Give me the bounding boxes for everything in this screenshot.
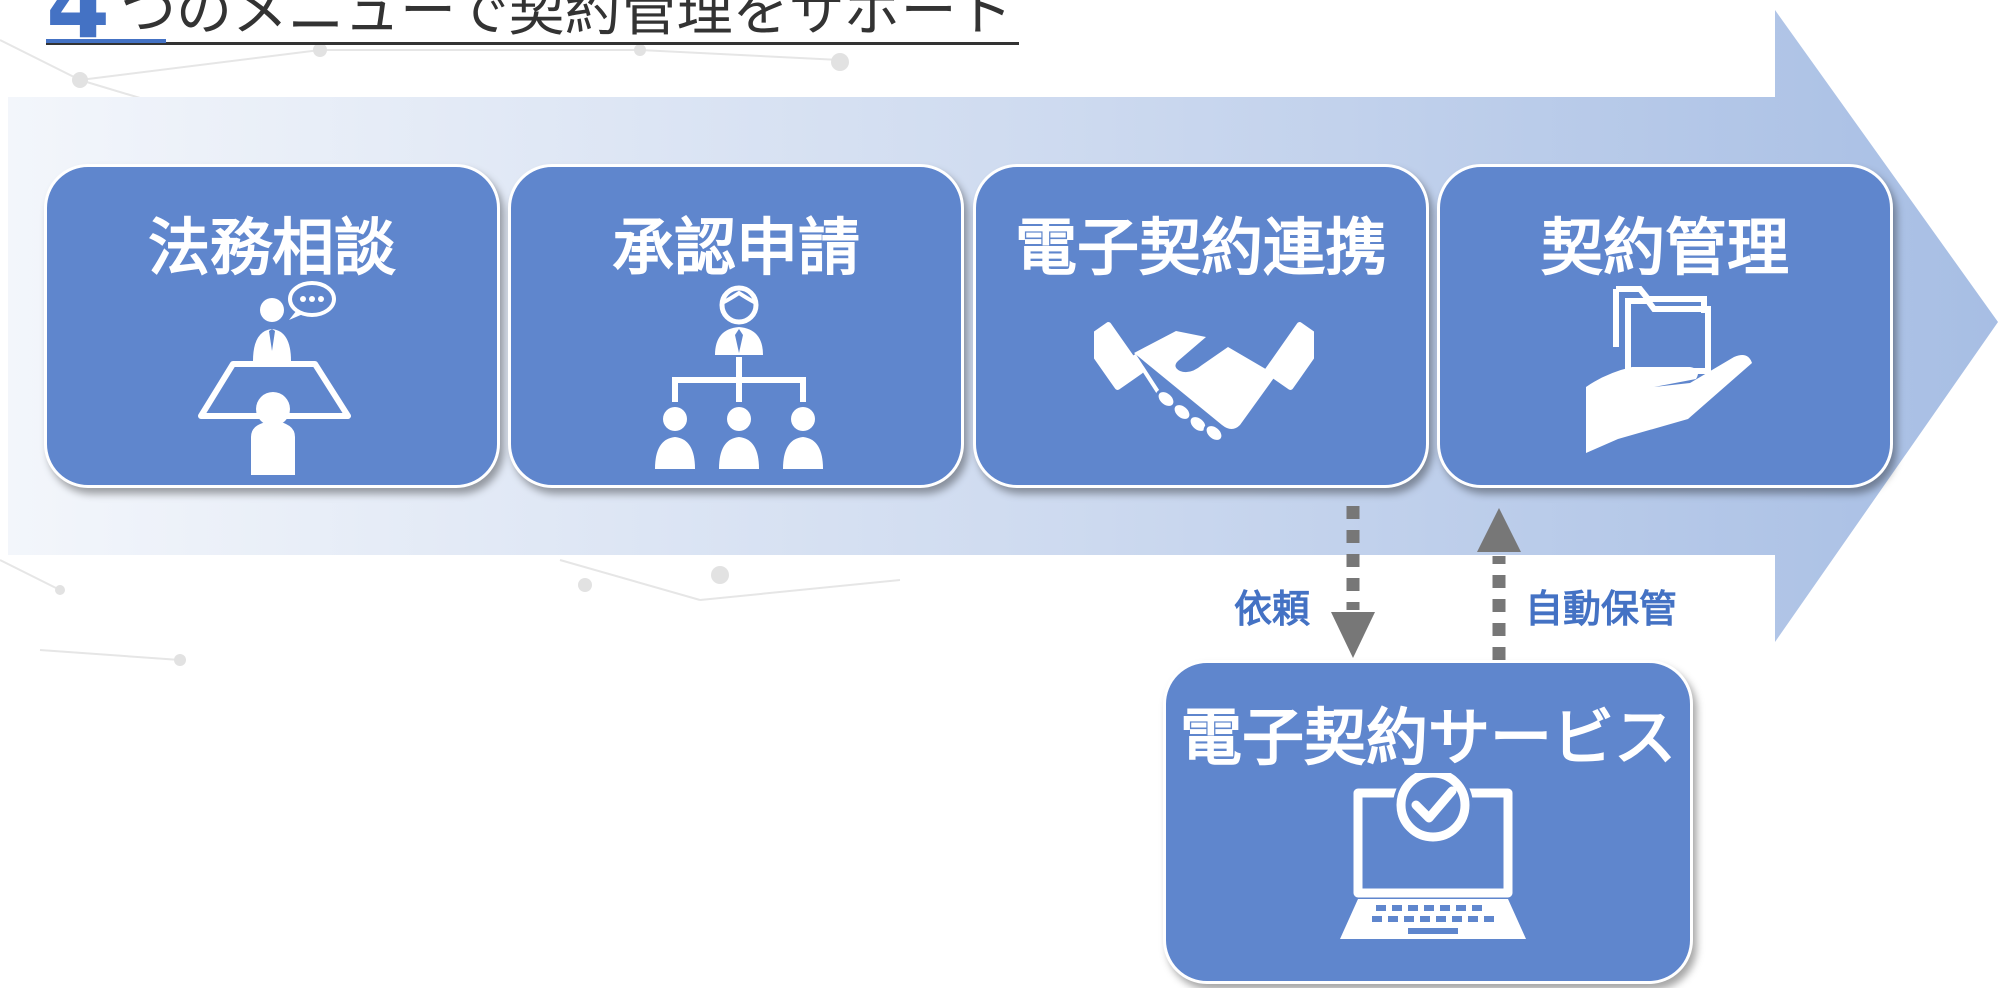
menu-card-approval-request[interactable]: 承認申請 [508, 164, 964, 488]
menu-card-legal-consultation[interactable]: 法務相談 [44, 164, 500, 488]
request-label: 依頼 [1234, 587, 1311, 631]
menu-card-title: 法務相談 [147, 211, 396, 284]
laptop-check-icon [1340, 773, 1526, 939]
auto-store-label: 自動保管 [1525, 587, 1678, 631]
menu-card-e-contract-integration[interactable]: 電子契約連携 [973, 164, 1429, 488]
external-e-contract-service-card[interactable]: 電子契約サービス [1163, 660, 1693, 984]
menu-card-title: 承認申請 [611, 211, 860, 284]
heading-accent-bar [46, 39, 166, 43]
legal-consultation-icon [198, 281, 351, 475]
service-card-title: 電子契約サービス [1179, 701, 1676, 774]
folder-in-hand-icon [1586, 286, 1752, 453]
handshake-icon [1094, 322, 1314, 443]
heading-text: つのメニューで契約管理をサポート [120, 0, 1013, 44]
menu-card-title: 契約管理 [1540, 211, 1789, 284]
approval-hierarchy-icon [655, 285, 823, 469]
menu-card-title: 電子契約連携 [1014, 211, 1387, 284]
menu-card-contract-management[interactable]: 契約管理 [1437, 164, 1893, 488]
